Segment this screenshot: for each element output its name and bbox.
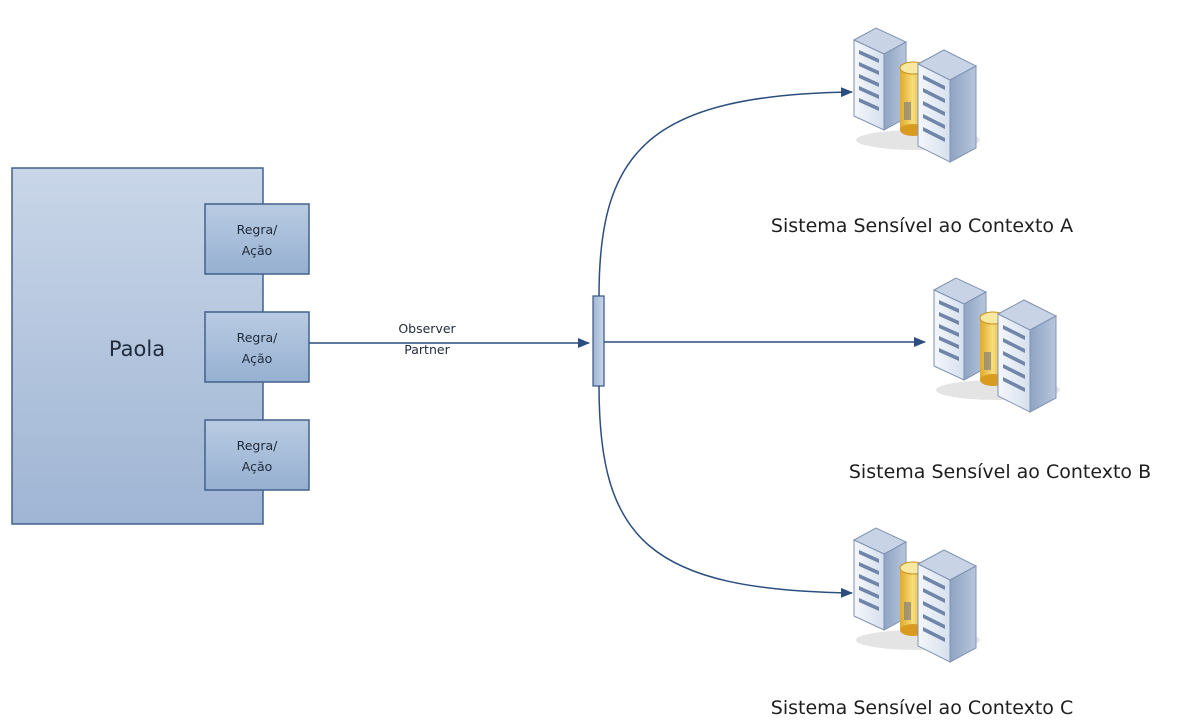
system-a-label: Sistema Sensível ao Contexto A <box>771 215 1073 237</box>
system-a: Sistema Sensível ao Contexto A <box>770 27 1074 238</box>
rule-action-port-label-line2: Ação <box>242 243 273 258</box>
edge-to-system-a <box>598 87 853 297</box>
rule-action-port-label-line2: Ação <box>242 351 273 366</box>
paola-label: Paola <box>109 337 165 361</box>
rule-action-port-box <box>204 311 310 383</box>
rule-action-port: Regra/ Ação <box>204 203 310 275</box>
rule-action-port-box <box>204 419 310 491</box>
observer-partner-label-line2: Partner <box>404 342 450 357</box>
rule-action-port-label-line2: Ação <box>242 459 273 474</box>
system-b: Sistema Sensível ao Contexto B <box>848 277 1152 484</box>
server-cluster-icon <box>853 527 981 663</box>
system-c-label: Sistema Sensível ao Contexto C <box>771 697 1073 719</box>
splitter-bar <box>592 295 605 387</box>
rule-action-port-label-line1: Regra/ <box>237 330 279 345</box>
server-cluster-icon <box>933 277 1061 413</box>
server-cluster-icon <box>853 27 981 163</box>
rule-action-port-label-line1: Regra/ <box>237 438 279 453</box>
system-b-label: Sistema Sensível ao Contexto B <box>849 461 1151 483</box>
rule-action-port: Regra/ Ação <box>204 311 310 383</box>
rule-action-port-box <box>204 203 310 275</box>
rule-action-port: Regra/ Ação <box>204 419 310 491</box>
edge-to-system-c <box>598 385 853 598</box>
rule-action-port-label-line1: Regra/ <box>237 222 279 237</box>
system-c: Sistema Sensível ao Contexto C <box>770 527 1074 720</box>
observer-partner-label-line1: Observer <box>398 321 456 336</box>
